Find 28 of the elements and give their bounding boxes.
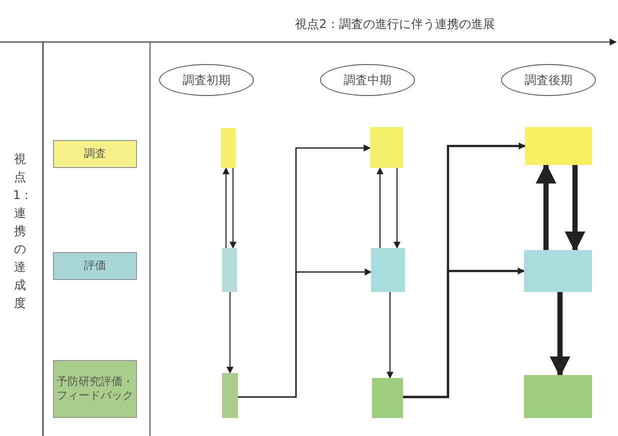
arrow bbox=[226, 292, 234, 374]
arrow bbox=[376, 167, 384, 248]
stage-box bbox=[222, 248, 237, 292]
phase-ellipse: 調査初期 bbox=[159, 64, 254, 96]
arrow bbox=[403, 268, 525, 398]
stage-box bbox=[524, 375, 592, 418]
stage-box bbox=[372, 378, 403, 418]
arrow bbox=[564, 165, 586, 252]
stage-box bbox=[524, 250, 592, 292]
stage-box bbox=[370, 127, 403, 168]
row-label-box: 予防研究評価・フィードバック bbox=[53, 360, 137, 418]
phase-ellipse: 調査後期 bbox=[501, 64, 596, 96]
row-label-box: 評価 bbox=[53, 252, 137, 280]
stage-box bbox=[525, 127, 592, 165]
arrow bbox=[222, 167, 230, 248]
arrow bbox=[386, 292, 394, 379]
phase-ellipse: 調査中期 bbox=[320, 64, 415, 96]
stage-box bbox=[371, 248, 405, 292]
stage-box bbox=[222, 373, 238, 418]
arrow bbox=[536, 162, 556, 250]
axis-title: 視点1：連携の達成度 bbox=[13, 151, 27, 312]
arrow bbox=[238, 268, 372, 398]
axis-title: 視点2：調査の進行に伴う連携の進展 bbox=[294, 16, 496, 33]
stage-box bbox=[221, 128, 236, 168]
arrow bbox=[550, 292, 570, 378]
row-label-box: 調査 bbox=[53, 140, 137, 168]
arrow bbox=[230, 168, 236, 249]
arrow bbox=[394, 168, 400, 249]
